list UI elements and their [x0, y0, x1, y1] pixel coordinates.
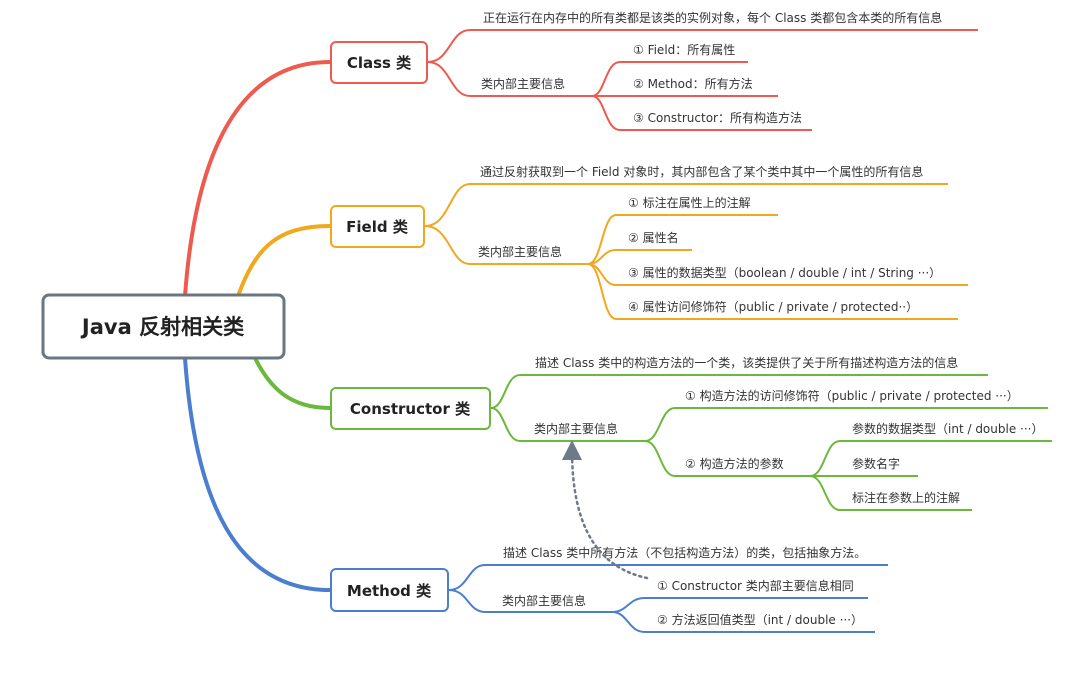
branch-root-class — [183, 60, 331, 297]
relationship-arrow[interactable] — [562, 440, 649, 580]
class-item-method: ② Method：所有方法 — [633, 76, 753, 91]
connector — [644, 440, 810, 477]
connector — [611, 611, 875, 633]
connector — [611, 597, 868, 613]
connector — [427, 61, 592, 97]
connector — [644, 407, 1048, 442]
connector — [587, 263, 958, 320]
field-item-name: ② 属性名 — [628, 230, 679, 245]
constructor-branch: Constructor 类 描述 Class 类中的构造方法的一个类，该类提供了… — [330, 355, 1052, 511]
class-item-constructor: ③ Constructor：所有构造方法 — [633, 110, 802, 125]
connector — [448, 564, 888, 591]
class-node[interactable] — [330, 41, 428, 84]
field-title: Field 类 — [346, 218, 409, 236]
connector — [587, 249, 692, 265]
constructor-param-type: 参数的数据类型（int / double ···） — [852, 421, 1043, 436]
constructor-node[interactable] — [330, 387, 491, 430]
connector — [490, 374, 988, 409]
field-item-modifier: ④ 属性访问修饰符（public / private / protected··… — [628, 299, 918, 314]
class-title: Class 类 — [347, 54, 412, 72]
connector — [591, 61, 748, 97]
connector — [490, 407, 645, 442]
constructor-item-modifier: ① 构造方法的访问修饰符（public / private / protecte… — [685, 388, 1019, 403]
method-node[interactable] — [330, 568, 449, 612]
field-item-type: ③ 属性的数据类型（boolean / double / int / Strin… — [628, 265, 941, 280]
connector — [809, 475, 972, 511]
connector — [587, 214, 778, 265]
constructor-param-annotation: 标注在参数上的注解 — [852, 490, 960, 505]
connector — [809, 440, 1052, 477]
field-desc: 通过反射获取到一个 Field 对象时，其内部包含了某个类中其中一个属性的所有信… — [480, 164, 923, 179]
connector — [424, 183, 948, 227]
class-item-field: ① Field：所有属性 — [633, 43, 735, 57]
method-info-label: 类内部主要信息 — [502, 593, 586, 608]
method-desc: 描述 Class 类中所有方法（不包括构造方法）的类，包括抽象方法。 — [503, 545, 866, 560]
connector — [591, 95, 812, 131]
connector — [427, 29, 978, 63]
field-branch: Field 类 通过反射获取到一个 Field 对象时，其内部包含了某个类中其中… — [330, 164, 968, 320]
field-node[interactable] — [330, 205, 425, 248]
branch-root-constructor — [253, 357, 331, 410]
root-node-group: Java 反射相关类 — [41, 293, 286, 360]
branch-root-field — [236, 224, 331, 297]
constructor-param-name: 参数名字 — [852, 456, 900, 471]
class-branch: Class 类 正在运行在内存中的所有类都是该类的实例对象，每个 Class 类… — [330, 10, 978, 131]
class-desc: 正在运行在内存中的所有类都是该类的实例对象，每个 Class 类都包含本类的所有… — [483, 10, 942, 25]
constructor-info-label: 类内部主要信息 — [534, 421, 618, 436]
root-title: Java 反射相关类 — [80, 315, 245, 339]
connector — [448, 589, 612, 613]
method-branch: Method 类 描述 Class 类中所有方法（不包括构造方法）的类，包括抽象… — [330, 545, 888, 633]
branch-root-method — [183, 357, 331, 592]
field-item-annotation: ① 标注在属性上的注解 — [628, 195, 751, 210]
root-node[interactable] — [41, 293, 286, 360]
method-item-return: ② 方法返回值类型（int / double ···） — [657, 612, 863, 627]
connector — [424, 225, 588, 265]
constructor-item-params: ② 构造方法的参数 — [685, 456, 784, 471]
method-item-same: ① Constructor 类内部主要信息相同 — [657, 578, 854, 593]
method-title: Method 类 — [347, 582, 432, 600]
constructor-desc: 描述 Class 类中的构造方法的一个类，该类提供了关于所有描述构造方法的信息 — [535, 355, 958, 370]
field-info-label: 类内部主要信息 — [478, 244, 562, 259]
constructor-title: Constructor 类 — [350, 400, 471, 418]
class-info-label: 类内部主要信息 — [481, 76, 565, 91]
